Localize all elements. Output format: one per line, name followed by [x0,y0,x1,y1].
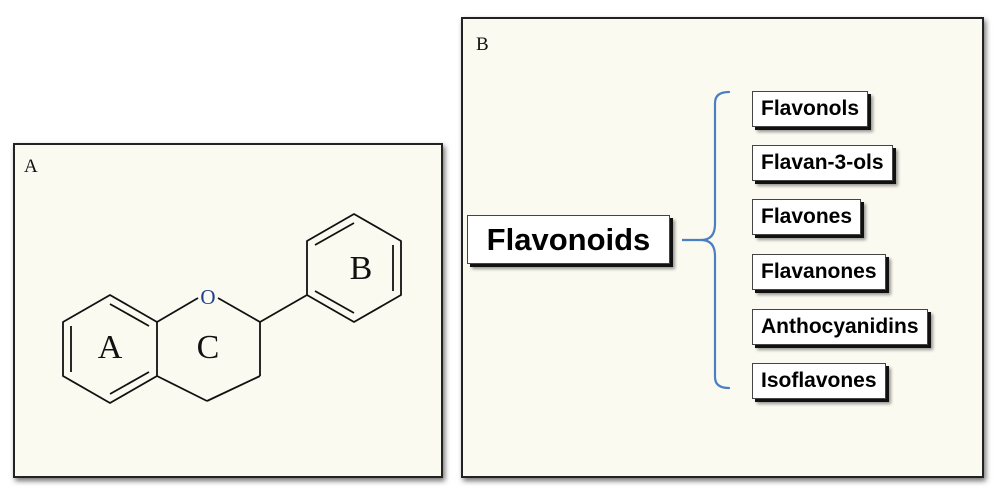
ring-b-label: B [350,250,373,287]
flavan-skeleton-structure: O A C B [62,213,402,404]
ring-c-bond-o-c2 [217,297,261,323]
subclass-box-isoflavones: Isoflavones [752,363,886,399]
ring-b-inner-bond-3 [314,290,355,314]
ring-c-label: C [197,329,220,366]
panel-b-flavonoid-classes: B Flavonoids Flavonols Flavan-3-ols Flav… [461,17,984,478]
flavonoids-box: Flavonoids [467,215,670,264]
panel-b-letter: B [476,34,489,55]
ring-b-bonds [306,213,402,323]
c2-ring-b-bond [259,294,308,323]
ring-a-label: A [98,329,123,366]
subclass-box-flavan-3-ols: Flavan-3-ols [752,145,893,181]
ring-a-inner-bond-2 [109,371,150,395]
ring-c-bond-c3-c4 [206,375,261,402]
subclass-box-flavonols: Flavonols [752,91,869,127]
ring-b-inner-bond-1 [314,222,355,246]
curly-brace-icon [682,90,731,390]
subclass-box-anthocyanidins: Anthocyanidins [752,309,928,345]
panel-a-letter: A [24,156,38,177]
ring-a-inner-bond-1 [109,303,150,327]
brace-path [700,90,731,390]
ring-c-bond-c4-c4a [156,375,208,402]
subclass-box-flavanones: Flavanones [752,254,886,290]
panel-a-flavan-structure: A O A C B [13,143,443,478]
ring-c-bond-c8a-o [156,297,199,323]
oxygen-atom-label: O [200,285,215,309]
subclass-box-flavones: Flavones [752,199,862,235]
